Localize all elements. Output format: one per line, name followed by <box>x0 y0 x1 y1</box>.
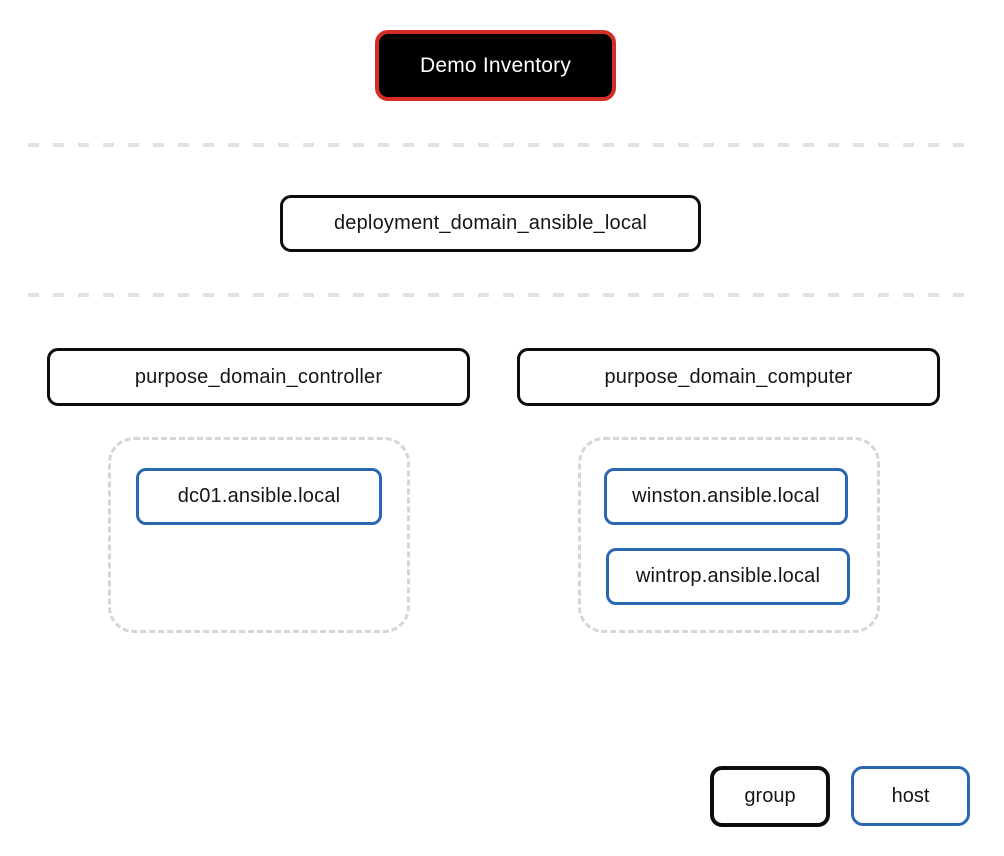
legend-group: group <box>710 766 830 827</box>
group-node-purpose-domain-computer: purpose_domain_computer <box>517 348 940 406</box>
legend-host: host <box>851 766 970 826</box>
group-node-purpose-domain-controller: purpose_domain_controller <box>47 348 470 406</box>
hosts-container-computer <box>578 437 880 633</box>
hosts-container-controller <box>108 437 410 633</box>
inventory-node: Demo Inventory <box>375 30 616 101</box>
host-node-wintrop: wintrop.ansible.local <box>606 548 850 605</box>
host-node-dc01: dc01.ansible.local <box>136 468 382 525</box>
group-node-deployment-domain-ansible-local: deployment_domain_ansible_local <box>280 195 701 252</box>
level-separator-2 <box>28 293 973 297</box>
level-separator-1 <box>28 143 973 147</box>
host-node-winston: winston.ansible.local <box>604 468 848 525</box>
